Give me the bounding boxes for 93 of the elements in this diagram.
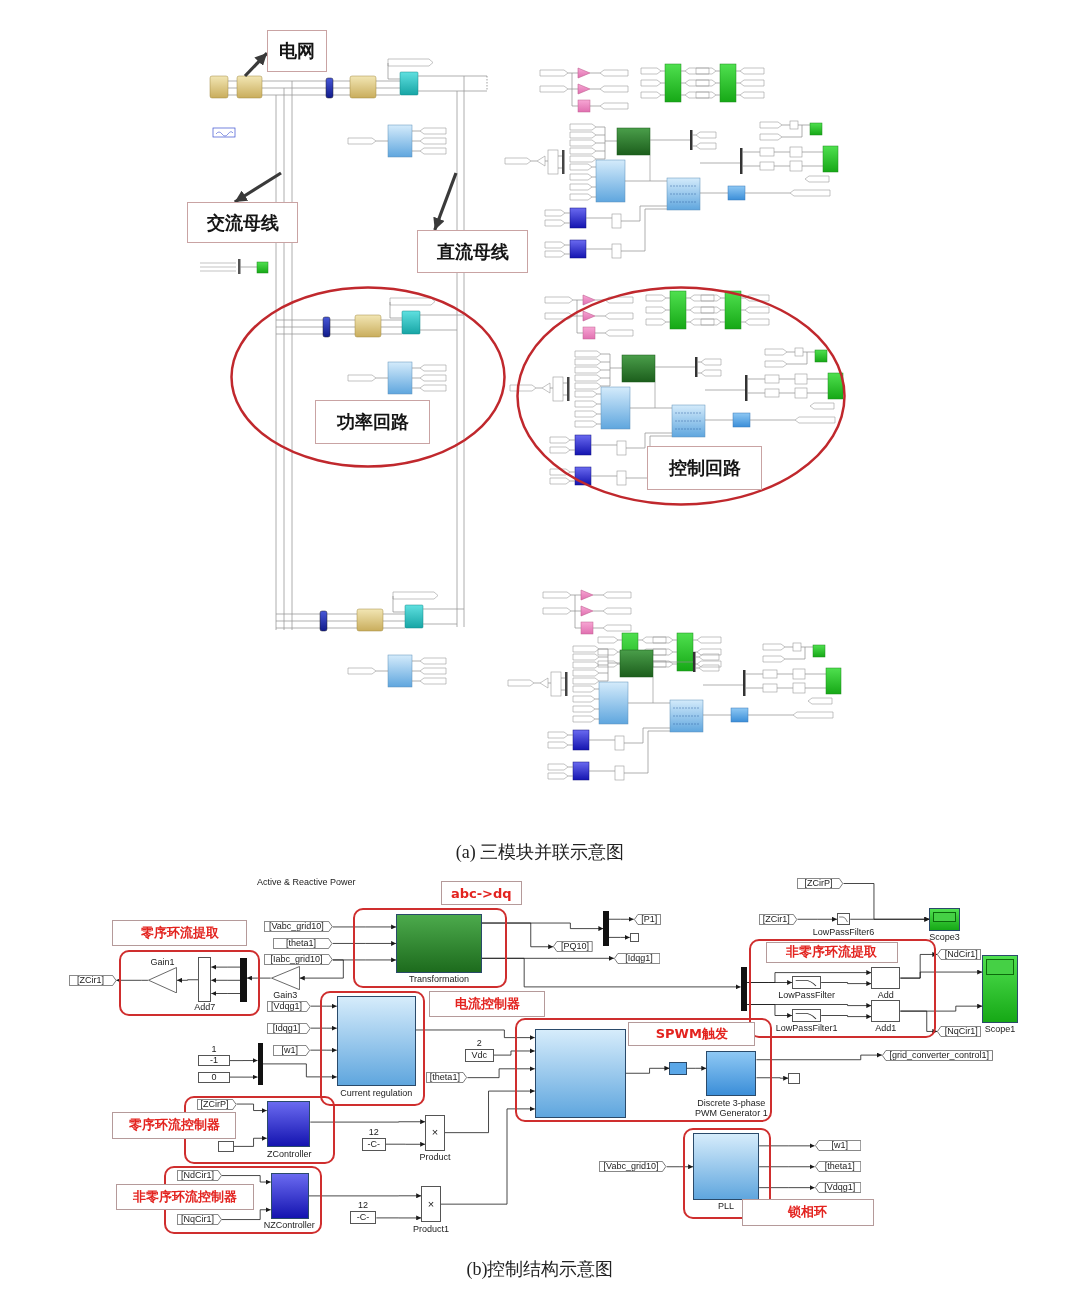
callout-box: 非零序环流提取 <box>765 941 898 963</box>
mux-bar <box>603 911 609 947</box>
signal-tag: [ZCirP] <box>797 878 844 889</box>
signal-tag: [theta1] <box>273 937 333 949</box>
scope-block <box>929 907 960 931</box>
block-label: Transformation <box>407 974 471 985</box>
gain-block <box>669 1061 687 1075</box>
block-label: 12 <box>357 1201 370 1211</box>
signal-tag: [P1] <box>633 913 661 925</box>
block-label: Add7 <box>193 1003 217 1013</box>
annotation-text: Active & Reactive Power <box>256 876 357 887</box>
terminator-block <box>629 933 639 942</box>
signal-tag: [NdCir1] <box>937 948 982 960</box>
group-frame <box>118 949 261 1016</box>
block-label: Add1 <box>874 1024 898 1034</box>
filter-block <box>837 913 851 926</box>
figure-caption: (b)控制结构示意图 <box>465 1258 615 1280</box>
scope-block <box>982 955 1018 1024</box>
subsystem-block <box>336 995 416 1086</box>
block-label: Scope3 <box>928 933 961 943</box>
signal-tag: [Idqg1] <box>613 952 661 964</box>
subsystem-block <box>706 1050 757 1096</box>
signal-tag: [ZCir1] <box>68 974 117 986</box>
constant-block: Vdc <box>464 1048 494 1062</box>
filter-block <box>792 1008 822 1023</box>
constant-block: 0 <box>198 1071 230 1083</box>
callout-box: 零序环流控制器 <box>112 1112 237 1139</box>
block-label: 12 <box>367 1127 380 1138</box>
callout-box: 非零序环流控制器 <box>116 1183 254 1211</box>
sum-block <box>871 1000 901 1023</box>
subsystem-block <box>266 1101 311 1148</box>
block-label: Scope1 <box>983 1025 1017 1035</box>
subsystem-block <box>534 1028 626 1118</box>
block-label: LowPassFilter1 <box>774 1024 839 1034</box>
sum-block <box>871 967 901 990</box>
block-label: Current regulation <box>339 1089 414 1099</box>
constant-block: -1 <box>198 1055 230 1067</box>
signal-tag: [Vdqg1] <box>814 1182 861 1194</box>
signal-tag: [grid_converter_control1] <box>881 1049 993 1061</box>
subsystem-block <box>693 1133 760 1201</box>
block-label: LowPassFilter6 <box>811 927 876 937</box>
gain-triangle <box>270 966 300 991</box>
signal-tag: [w1] <box>814 1140 861 1152</box>
figure-caption: (a) 三模块并联示意图 <box>454 841 626 863</box>
mux-bar <box>240 958 247 1003</box>
constant-block: -C- <box>361 1137 386 1151</box>
input-block <box>217 1140 234 1152</box>
block-label: Product <box>418 1153 452 1163</box>
signal-tag: [Iabc_grid10] <box>264 954 333 966</box>
signal-tag: [w1] <box>273 1044 311 1056</box>
constant-block: -C- <box>349 1211 377 1225</box>
group-frame <box>682 1127 771 1219</box>
signal-tag: [theta1] <box>426 1072 468 1084</box>
block-label: ZController <box>265 1149 313 1160</box>
callout-box: 零序环流提取 <box>112 919 247 947</box>
block-label: Gain1 <box>149 958 176 968</box>
block-label: 2 <box>475 1038 483 1049</box>
signal-tag: [PQ10] <box>553 941 593 953</box>
sum-block <box>198 957 212 1003</box>
block-label: PLL <box>717 1202 736 1212</box>
block-label: Add <box>876 991 895 1001</box>
signal-tag: [theta1] <box>814 1161 861 1173</box>
signal-tag: [NdCir1] <box>177 1170 222 1182</box>
block-label: LowPassFilter <box>777 991 836 1001</box>
group-frame <box>352 907 507 988</box>
subsystem-block <box>396 914 482 973</box>
signal-tag: [ZCirP] <box>196 1098 237 1110</box>
mux-bar <box>257 1043 263 1085</box>
signal-tag: [Vdqg1] <box>266 1000 311 1012</box>
product-block: × <box>425 1114 445 1151</box>
callout-box: SPWM触发 <box>628 1022 756 1047</box>
signal-tag: [Idqg1] <box>266 1022 311 1034</box>
block-label: Discrete 3-phase PWM Generator 1 <box>694 1099 769 1119</box>
block-label: Gain3 <box>272 991 299 1001</box>
callout-box: 电流控制器 <box>429 991 546 1017</box>
group-frame <box>514 1017 773 1123</box>
mux-bar <box>740 967 748 1012</box>
callout-box: abc->dq <box>441 881 522 906</box>
block-label: 1 <box>210 1045 218 1055</box>
gain-triangle <box>147 967 177 994</box>
product-block: × <box>421 1186 441 1223</box>
signal-tag: [NqCir1] <box>177 1214 222 1226</box>
block-label: NZController <box>262 1221 316 1231</box>
group-frame <box>319 991 426 1106</box>
terminator-block <box>788 1072 801 1084</box>
signal-tag: [NqCir1] <box>937 1025 982 1037</box>
signal-tag: [ZCir1] <box>759 913 798 925</box>
signal-tag: [Vabc_grid10] <box>264 921 333 933</box>
subsystem-block <box>270 1172 309 1219</box>
filter-block <box>792 975 822 990</box>
block-label: Product1 <box>412 1224 451 1234</box>
callout-box: 锁相环 <box>741 1199 874 1226</box>
signal-tag: [Vabc_grid10] <box>599 1161 667 1173</box>
